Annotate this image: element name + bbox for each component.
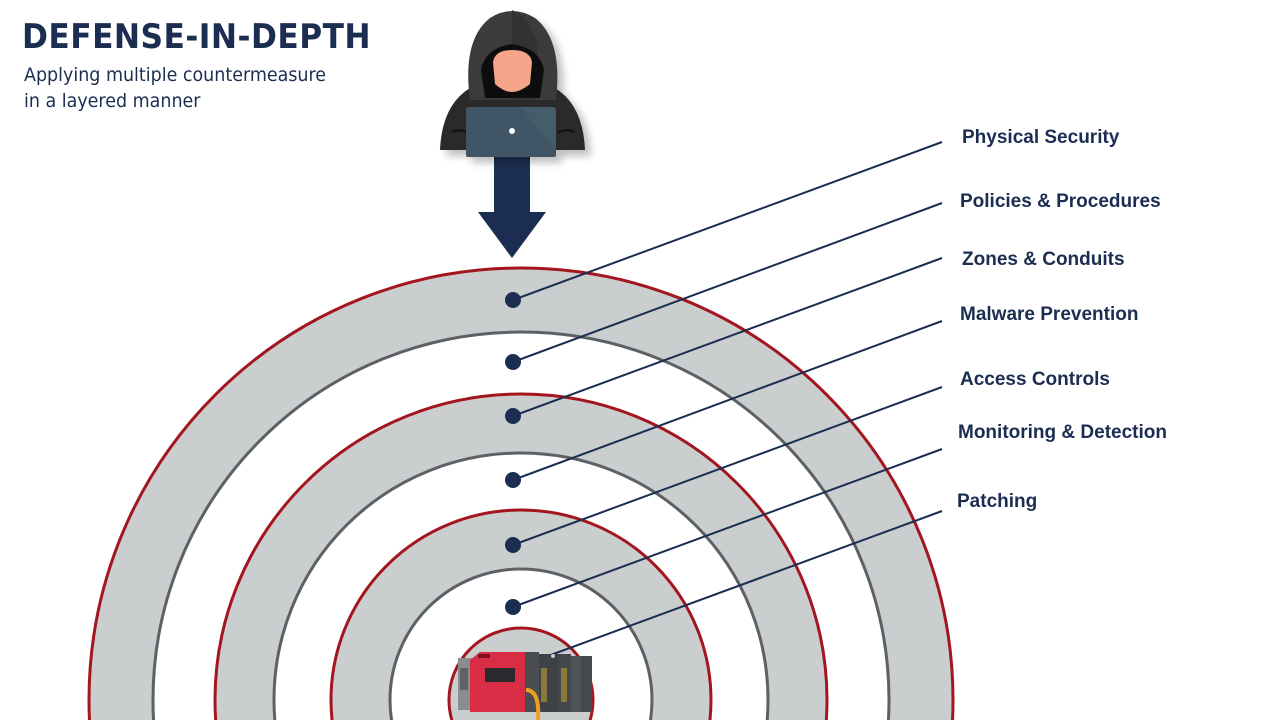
- hooded-hacker-with-laptop-icon: [440, 10, 585, 157]
- layer-label-physical-security: Physical Security: [962, 127, 1120, 148]
- down-arrow-icon: [478, 150, 546, 258]
- marker-dot: [505, 599, 521, 615]
- leader-lines: [512, 141, 943, 657]
- layer-label-patching: Patching: [957, 491, 1038, 512]
- plc-controller-icon: [458, 652, 592, 720]
- layer-label-monitoring-detection: Monitoring & Detection: [958, 422, 1167, 443]
- layer-label-malware-prevention: Malware Prevention: [960, 304, 1139, 325]
- leader-line-access-controls: [512, 386, 943, 546]
- layer-markers: [505, 292, 521, 615]
- leader-line-zones-conduits: [512, 257, 943, 417]
- subtitle-line-2: in a layered manner: [24, 90, 201, 112]
- marker-dot: [505, 354, 521, 370]
- page-title: DEFENSE-IN-DEPTH: [22, 17, 372, 57]
- leader-line-policies-procedures: [512, 202, 943, 363]
- marker-dot: [505, 472, 521, 488]
- leader-line-patching: [547, 510, 943, 657]
- subtitle-line-1: Applying multiple countermeasure: [24, 64, 327, 86]
- layer-label-policies-procedures: Policies & Procedures: [960, 191, 1161, 212]
- marker-dot: [505, 292, 521, 308]
- layer-label-zones-conduits: Zones & Conduits: [962, 249, 1125, 270]
- concentric-rings: [87, 266, 955, 720]
- leader-line-physical-security: [512, 141, 943, 301]
- page-subtitle: Applying multiple countermeasure in a la…: [24, 62, 355, 114]
- leader-line-malware-prevention: [512, 320, 943, 481]
- marker-dot: [505, 537, 521, 553]
- marker-dot: [505, 408, 521, 424]
- layer-label-access-controls: Access Controls: [960, 369, 1110, 390]
- leader-line-monitoring-detection: [512, 448, 943, 608]
